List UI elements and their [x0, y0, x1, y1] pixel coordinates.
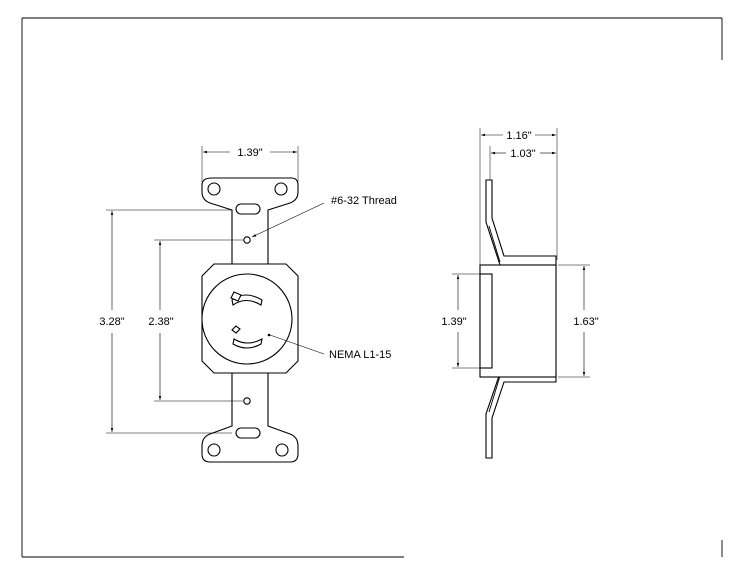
thread-callout-label: #6-32 Thread	[331, 195, 397, 207]
hole-spacing-label: 2.38"	[148, 316, 173, 328]
top-slot	[235, 203, 261, 215]
bottom-screw-hole	[243, 397, 251, 405]
top-screw-hole	[243, 236, 251, 244]
dim-plate-width: 1.39"	[201, 146, 299, 182]
thread-callout: #6-32 Thread	[251, 195, 397, 238]
plate-width-label: 1.39"	[237, 147, 262, 159]
receptacle-callout: NEMA L1-15	[267, 333, 391, 361]
side-body-face	[479, 273, 493, 369]
overall-depth-label: 1.16"	[506, 130, 531, 142]
twist-lock-slot-bottom	[232, 337, 263, 349]
top-mounting-ear	[201, 177, 299, 266]
side-view: 1.16" 1.03" 1.39" 1.63"	[441, 128, 599, 459]
receptacle-callout-label: NEMA L1-15	[329, 349, 391, 361]
twist-lock-slot-mid	[231, 325, 241, 334]
twist-lock-slot-top-tab	[230, 291, 242, 302]
dim-hole-spacing: 2.38"	[148, 239, 243, 402]
side-body	[479, 264, 557, 378]
body-height-right-label: 1.63"	[573, 316, 598, 328]
body-depth-label: 1.03"	[510, 148, 535, 160]
dim-overall-height: 3.28"	[99, 209, 232, 434]
dim-body-depth: 1.03"	[489, 146, 556, 180]
dim-body-height-right: 1.63"	[558, 264, 599, 378]
bottom-mounting-ear	[201, 371, 299, 463]
sheet-border	[21, 17, 723, 558]
bottom-slot	[235, 427, 261, 439]
receptacle-face	[201, 273, 293, 365]
mounting-strap-lower	[485, 372, 557, 459]
front-view: 1.39" 3.28" 2.38" #6-32 Thread NEMA L1-1…	[99, 146, 397, 463]
dim-body-height-left: 1.39"	[441, 273, 480, 369]
body-height-left-label: 1.39"	[441, 316, 466, 328]
overall-height-label: 3.28"	[99, 316, 124, 328]
dim-overall-depth: 1.16"	[479, 128, 558, 272]
mounting-strap	[485, 179, 557, 266]
